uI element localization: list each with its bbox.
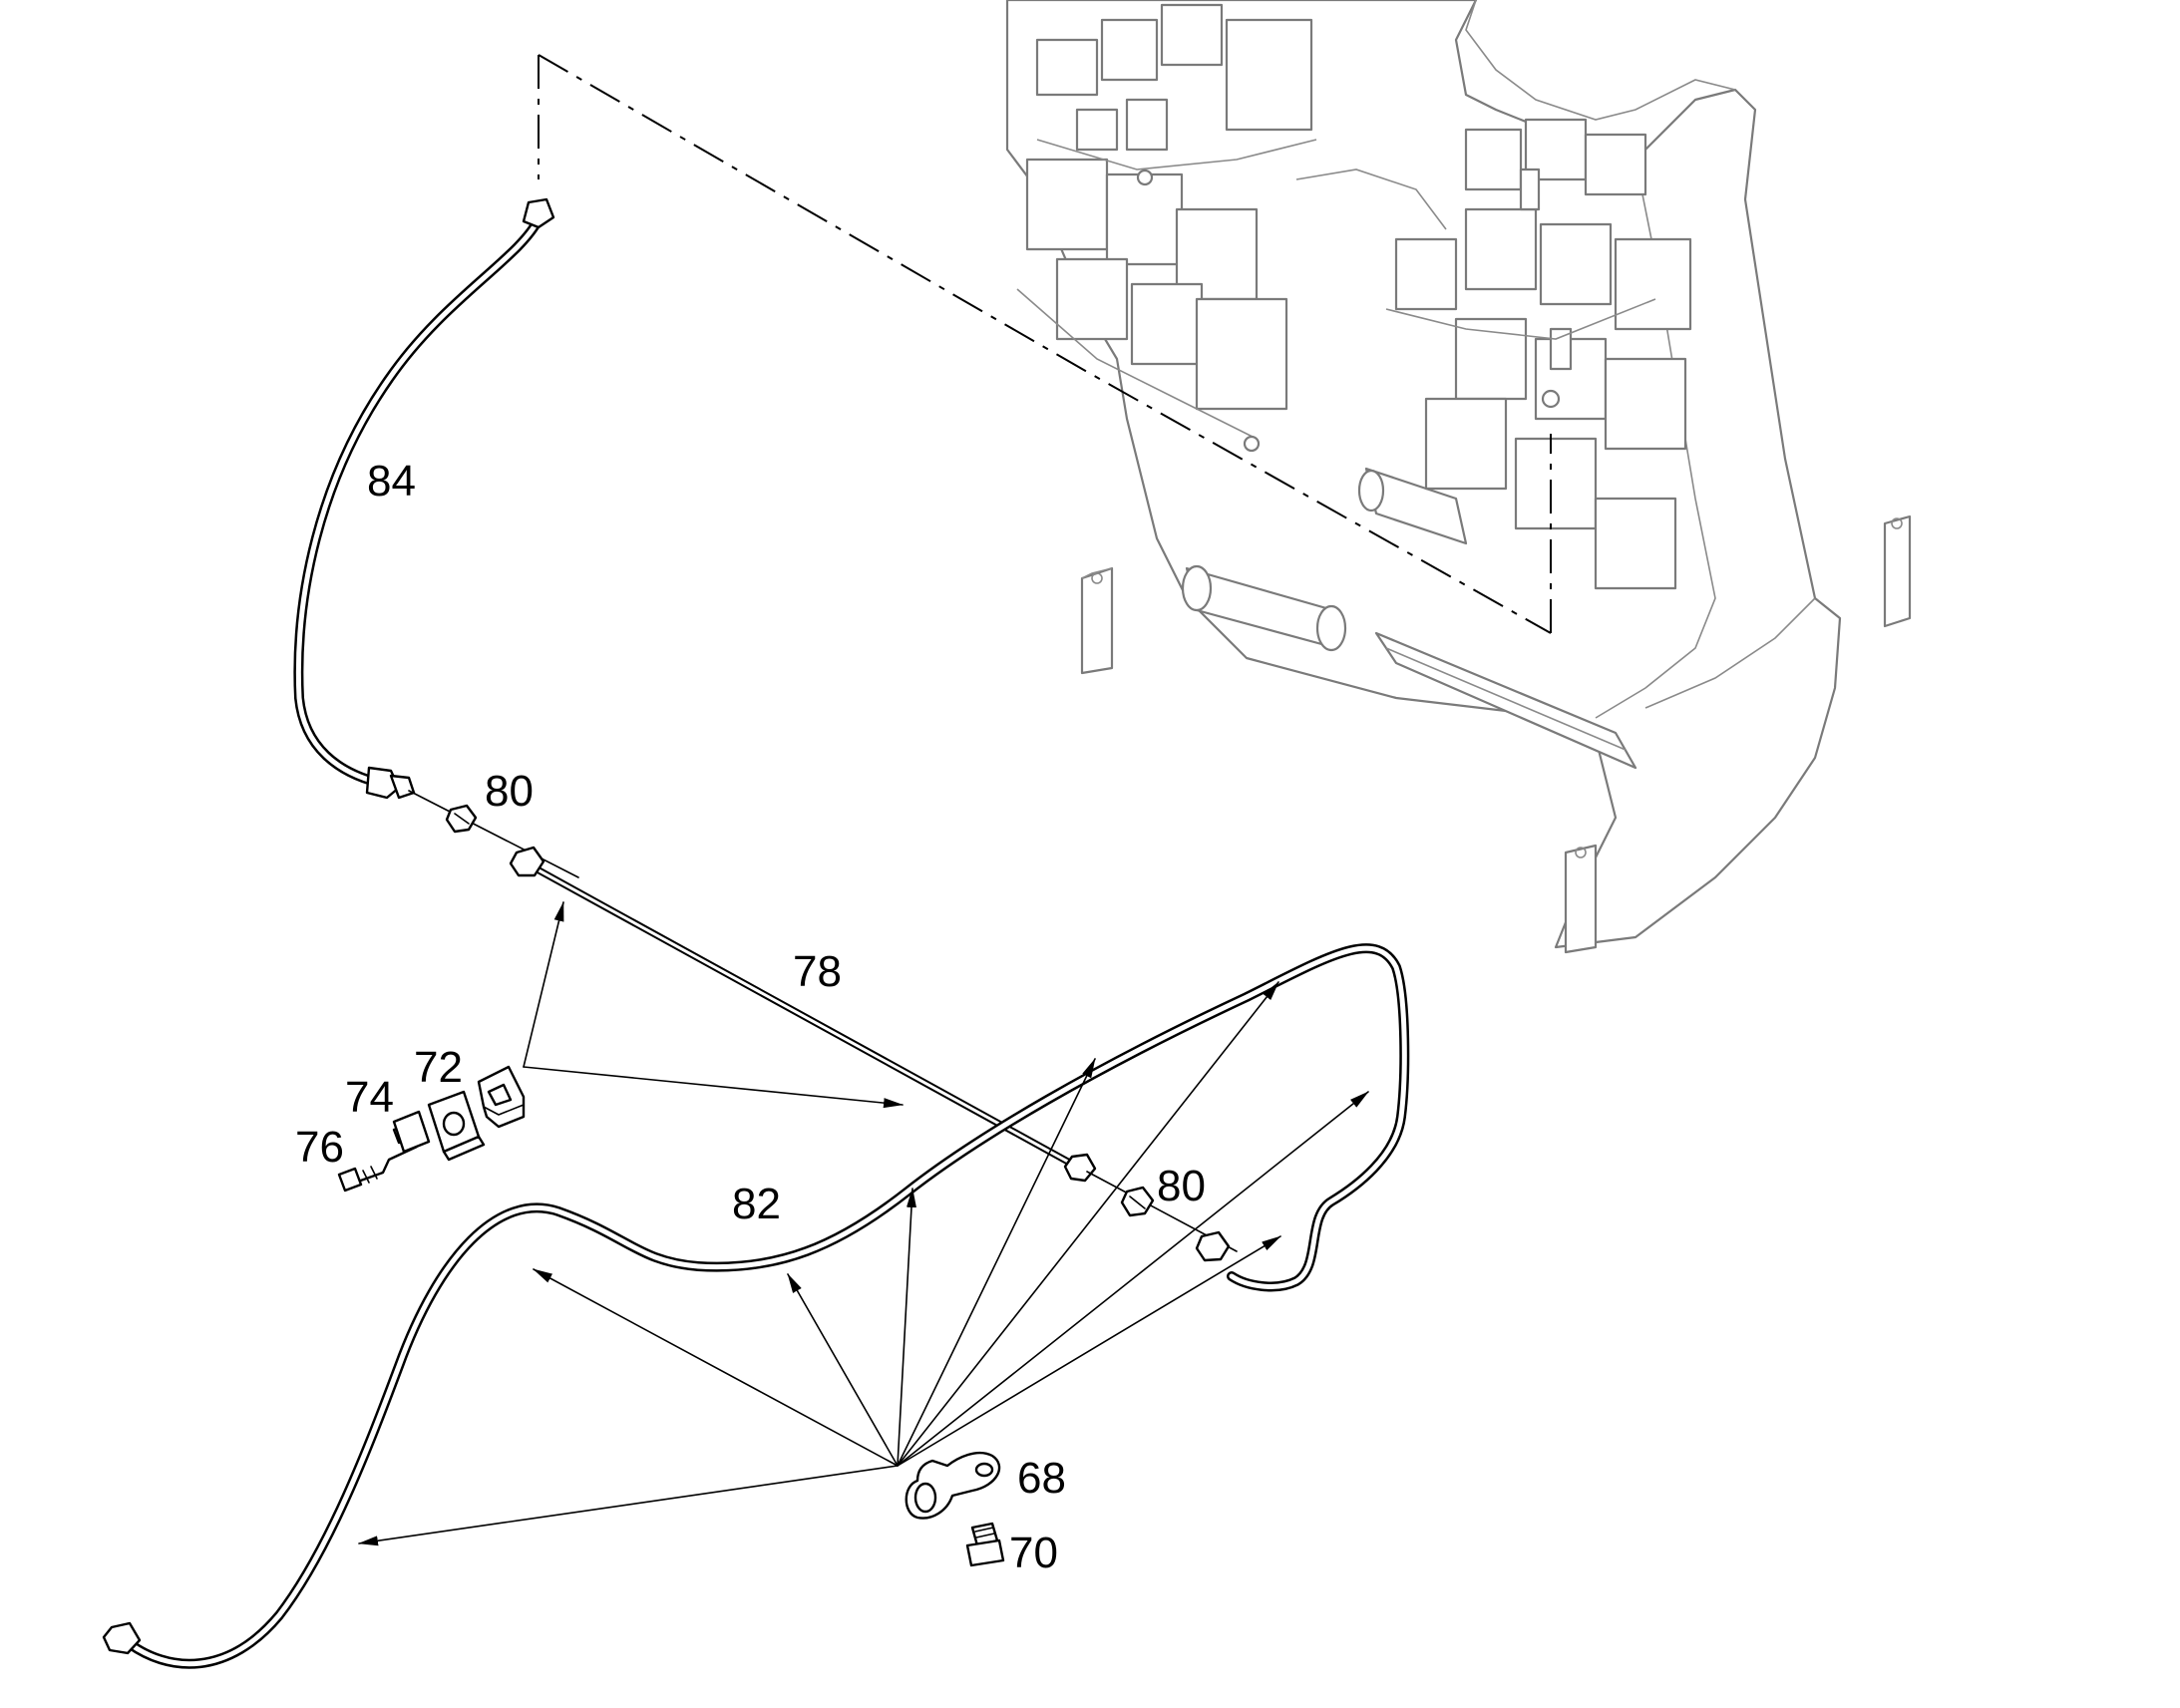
callout-76: 76 bbox=[295, 1123, 344, 1172]
leader-arrows-72 bbox=[523, 901, 904, 1109]
callout-78: 78 bbox=[793, 947, 842, 996]
tube-78[interactable] bbox=[509, 846, 1097, 1183]
hose-84[interactable] bbox=[293, 197, 555, 800]
hose-82[interactable] bbox=[102, 943, 1410, 1669]
hose-84-connection-line bbox=[538, 54, 1552, 634]
machine-frame-assembly bbox=[1005, 0, 1912, 954]
callout-80-upper: 80 bbox=[485, 767, 534, 816]
callout-68: 68 bbox=[1017, 1454, 1066, 1503]
screw-70[interactable] bbox=[965, 1522, 1005, 1567]
callout-72: 72 bbox=[414, 1043, 463, 1092]
callout-82: 82 bbox=[732, 1180, 781, 1228]
clamp-72[interactable] bbox=[477, 1065, 526, 1129]
callout-70: 70 bbox=[1009, 1529, 1058, 1577]
clamp-68[interactable] bbox=[905, 1451, 1001, 1520]
nut-80-lower[interactable] bbox=[1086, 1171, 1238, 1262]
callout-80-lower: 80 bbox=[1157, 1162, 1206, 1210]
washer-76 bbox=[392, 1110, 431, 1154]
nut-80-upper[interactable] bbox=[408, 790, 579, 878]
callout-74: 74 bbox=[345, 1073, 394, 1122]
callout-84: 84 bbox=[367, 457, 416, 506]
leader-arrows-68 bbox=[358, 981, 1369, 1546]
plate-74[interactable] bbox=[427, 1090, 486, 1162]
